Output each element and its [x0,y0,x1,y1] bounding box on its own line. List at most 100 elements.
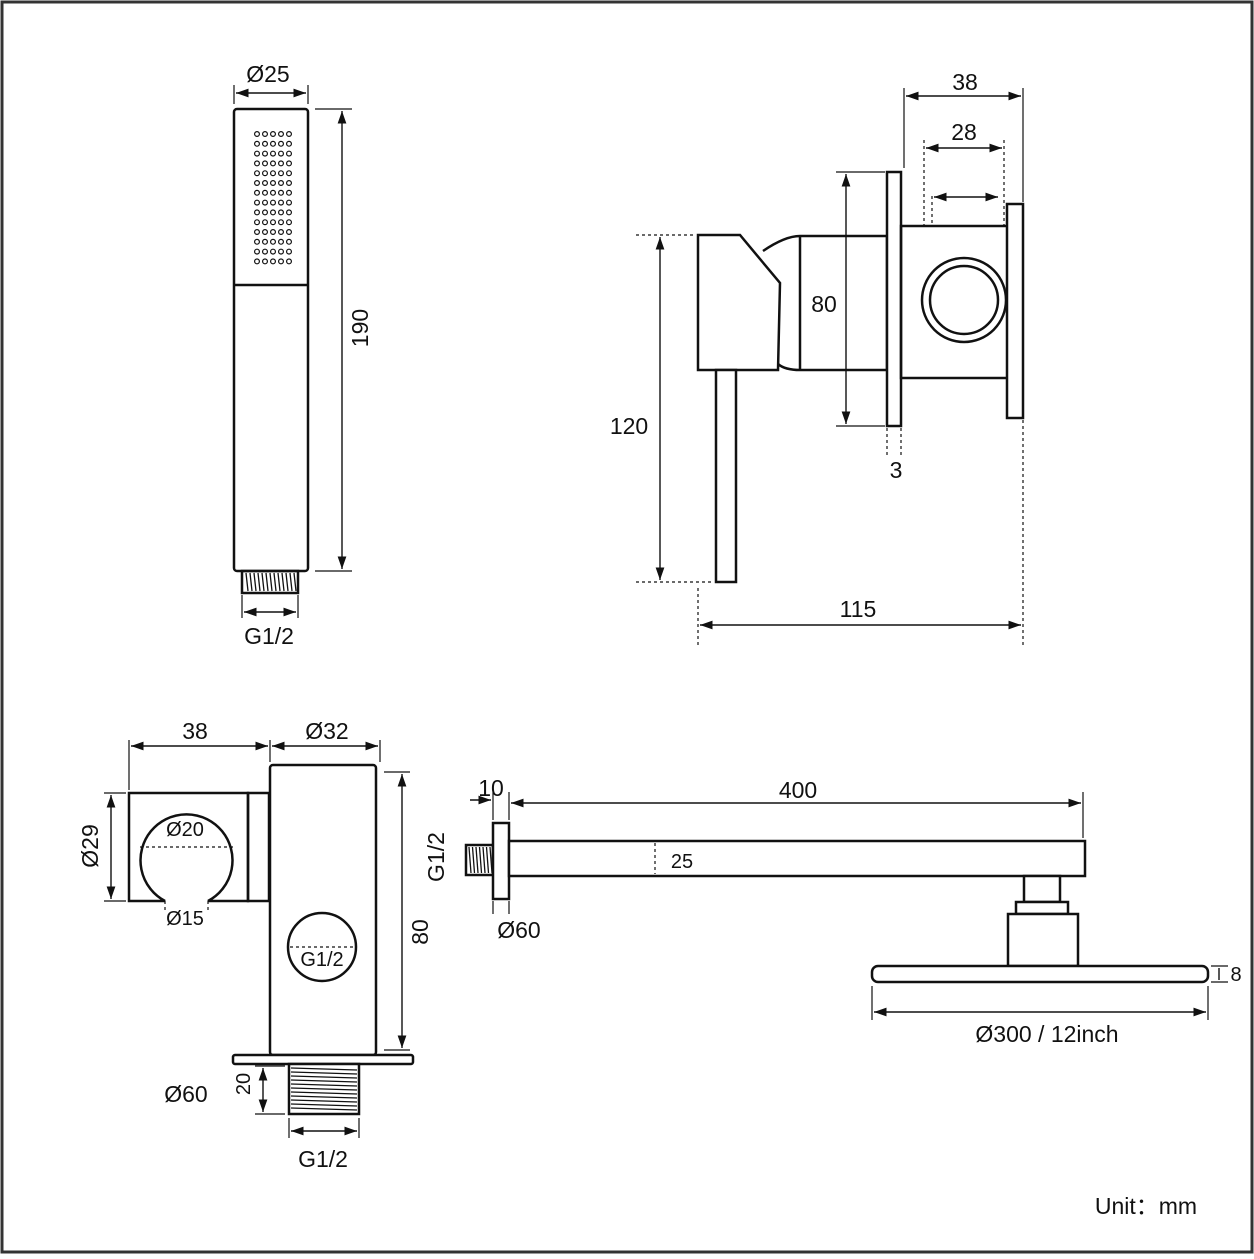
spray-nozzle [270,180,277,187]
thread-line [261,572,265,592]
lever-handle [696,233,782,372]
spray-nozzle [286,150,293,157]
thread-line [290,1099,358,1103]
dim-arm-size: 25 [671,851,693,873]
hand-shower-view: Ø25 190 G1/2 [232,61,373,649]
thread-line [289,572,293,592]
thread-line [290,1087,358,1091]
spray-nozzle [262,219,269,226]
spray-nozzle [254,180,261,187]
thread-line [485,846,490,874]
spray-nozzle [270,131,277,138]
unit-label: Unit：mm [1095,1193,1197,1219]
spray-nozzle [286,199,293,206]
thread-line [253,572,257,592]
spray-nozzle [278,209,285,216]
spray-nozzle [262,199,269,206]
spray-nozzle [262,238,269,245]
spray-nozzle [254,160,261,167]
thread-line [468,846,472,874]
spray-nozzle [262,150,269,157]
hand-shower-thread [240,569,300,595]
spray-nozzle [286,160,293,167]
spray-nozzle [286,140,293,147]
dim-holder-depth: 38 [182,718,208,744]
spray-nozzle [286,258,293,265]
dim-ring-inner: Ø20 [166,819,204,841]
spray-nozzle [254,229,261,236]
dim-hand-diameter: Ø25 [246,61,289,87]
spray-nozzle [254,248,261,255]
spray-nozzle [254,140,261,147]
dim-hand-length: 190 [347,309,373,347]
spray-nozzle [286,219,293,226]
thread-line [245,572,249,592]
spray-nozzle [262,189,269,196]
dim-mixer-body-height: 80 [811,291,837,317]
outlet-ring-inner [928,264,1000,336]
spray-nozzle [262,131,269,138]
spray-nozzle [270,170,277,177]
mixer-side-view: 38 28 80 3 120 115 [610,69,1025,645]
holder-neck [246,791,271,903]
dim-ring-outer: Ø29 [77,824,103,867]
outlet-ring-outer [920,256,1008,344]
spray-nozzle [286,131,293,138]
spray-nozzle [278,229,285,236]
dim-mixer-outer-depth: 38 [952,69,978,95]
spray-nozzle [278,170,285,177]
spray-nozzle [286,238,293,245]
shower-head [870,964,1210,984]
spray-nozzle [262,258,269,265]
dim-outlet-height: 80 [407,919,433,945]
thread-line [290,1107,358,1111]
hand-shower-body [232,107,310,573]
thread-line [277,572,281,592]
spray-nozzle [270,150,277,157]
spray-nozzle [278,199,285,206]
spray-nozzle [254,209,261,216]
head-neck [1006,912,1080,968]
rough-in-flange [1005,202,1025,420]
dim-outlet-flange: Ø60 [164,1081,207,1107]
wall-plate [885,170,903,428]
thread-line [265,572,269,592]
dim-body-diameter: Ø32 [305,718,348,744]
spray-nozzle [270,140,277,147]
thread-line [478,846,483,874]
shower-arm-view: 10 400 G1/2 25 Ø60 8 Ø300 / 12inch [423,775,1242,1047]
rough-in-box [899,224,1023,380]
dim-hand-thread: G1/2 [244,623,294,649]
thread-hatching [245,572,297,592]
spray-nozzle [254,238,261,245]
thread-line [281,572,285,592]
thread-line [290,1091,358,1095]
thread-hatching [468,846,493,874]
spray-nozzle [262,160,269,167]
spray-nozzle [254,199,261,206]
thread-line [290,1083,358,1087]
arm-flange [491,821,511,901]
spray-nozzle [286,170,293,177]
thread-line [290,1075,358,1079]
wall-outlet-view: 38 Ø32 Ø29 Ø20 Ø15 G1/2 80 20 Ø60 G1/2 [77,718,433,1172]
spray-nozzle [286,229,293,236]
arm-tube [507,839,1087,878]
spray-nozzle [262,229,269,236]
dim-head-diameter: Ø300 / 12inch [975,1021,1118,1047]
head-nut [1014,900,1070,916]
spray-nozzle [262,209,269,216]
spray-nozzle [270,229,277,236]
thread-line [475,846,479,874]
dim-head-thickness: 8 [1230,964,1241,986]
spray-nozzle [262,180,269,187]
spray-nozzle [278,219,285,226]
spray-nozzle [262,170,269,177]
spray-nozzle [278,180,285,187]
spray-nozzle [270,189,277,196]
thread-line [285,572,289,592]
spray-nozzle [278,189,285,196]
outlet-flange [231,1053,415,1066]
spray-nozzle [286,248,293,255]
